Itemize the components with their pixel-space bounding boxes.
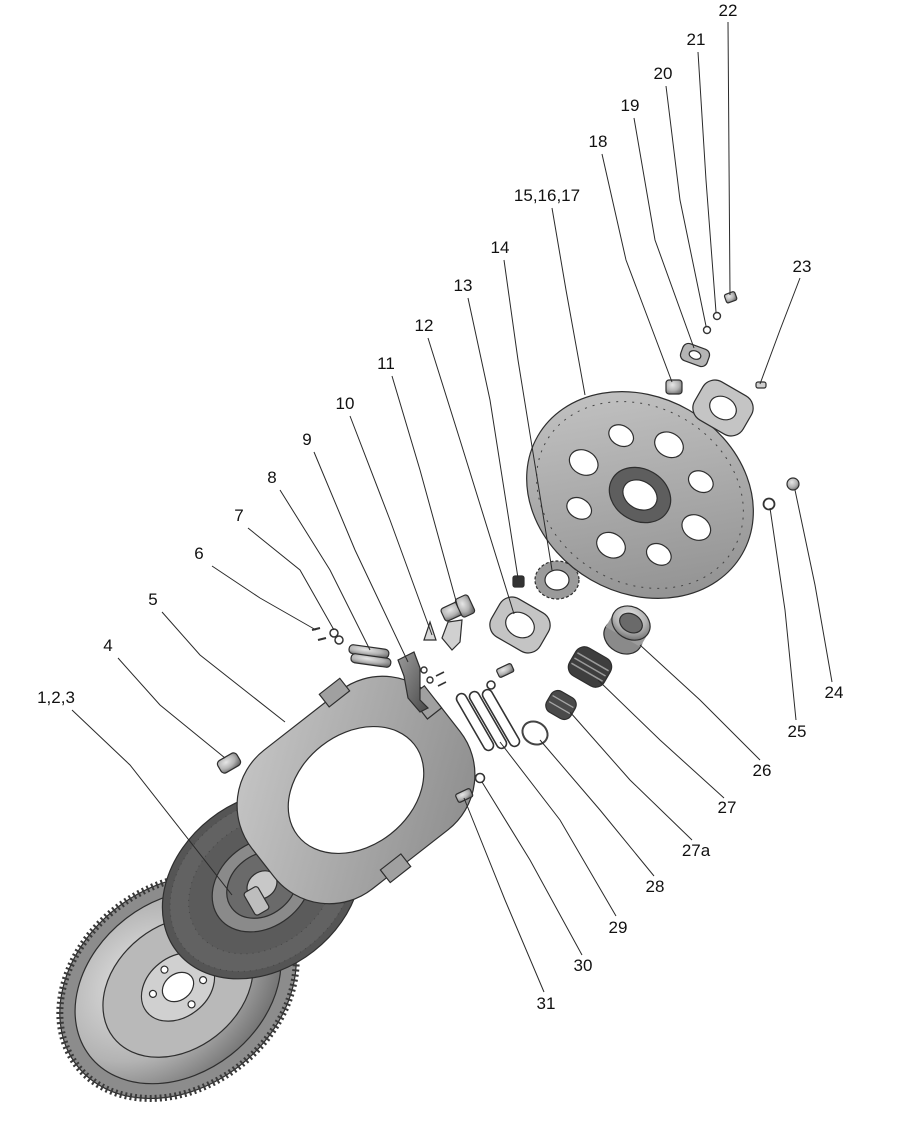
leader-8 (279, 489, 371, 651)
gasket-23-part (692, 379, 754, 437)
label-27a: 27a (682, 841, 711, 860)
leader-10 (349, 415, 433, 636)
label-24: 24 (825, 683, 844, 702)
leader-1-2-3 (71, 709, 233, 896)
leader-31 (463, 797, 545, 993)
washer-25-part (762, 497, 776, 511)
label-23: 23 (793, 257, 812, 276)
label-4: 4 (103, 636, 112, 655)
label-11: 11 (377, 354, 395, 373)
spring-27-part (567, 646, 613, 688)
leader-12 (427, 337, 515, 615)
pin-4-part (216, 752, 242, 774)
label-31: 31 (537, 994, 556, 1013)
label-20: 20 (654, 64, 673, 83)
label-13: 13 (454, 276, 473, 295)
disc-hub-spline-part (243, 886, 270, 916)
eye-bolt-part (440, 594, 476, 622)
label-30: 30 (574, 956, 593, 975)
label-29: 29 (609, 918, 628, 937)
washer-30-part (474, 680, 496, 784)
leader-4 (117, 657, 226, 759)
label-1-2-3: 1,2,3 (37, 688, 75, 707)
label-15-16-17: 15,16,17 (514, 186, 580, 205)
callout-labels: 1,2,3 4 5 6 7 8 9 10 11 12 13 14 15,16,1… (37, 1, 843, 1013)
label-6: 6 (194, 544, 203, 563)
bolt-31-part (455, 663, 515, 803)
leader-6 (211, 565, 317, 631)
leader-25 (769, 507, 797, 721)
spring-27a-part (545, 689, 577, 721)
leader-7 (247, 527, 335, 631)
leader-21 (697, 51, 717, 313)
label-7: 7 (234, 506, 243, 525)
leader-lines (71, 21, 833, 993)
label-28: 28 (646, 877, 665, 896)
label-25: 25 (788, 722, 807, 741)
leader-9 (313, 451, 409, 663)
plug-18-part (665, 379, 683, 395)
label-21: 21 (687, 30, 706, 49)
lever-fork-part (420, 619, 463, 687)
washer-21-part (712, 311, 722, 321)
label-12: 12 (415, 316, 434, 335)
release-lever-part (397, 651, 430, 713)
leader-14 (503, 259, 553, 571)
leader-23 (759, 277, 801, 385)
nut-13-part (512, 575, 525, 588)
leader-22 (727, 21, 731, 296)
label-22: 22 (719, 1, 738, 20)
label-19: 19 (621, 96, 640, 115)
leader-26 (639, 644, 761, 761)
leader-13 (467, 297, 519, 579)
splined-hub-part (534, 560, 580, 600)
label-27: 27 (718, 798, 737, 817)
pressure-plate-part (236, 675, 476, 905)
label-26: 26 (753, 761, 772, 780)
leader-19 (633, 117, 695, 349)
leader-30 (481, 781, 583, 956)
label-14: 14 (491, 238, 510, 257)
clutch-housing-part (526, 391, 754, 599)
pin-6-part (311, 627, 327, 641)
leader-5 (161, 611, 286, 723)
leader-11 (391, 375, 459, 609)
leader-20 (665, 85, 707, 327)
spring-clip-7-part (329, 628, 344, 645)
leader-24 (794, 489, 833, 683)
leader-18 (601, 153, 673, 383)
leader-27a (569, 711, 693, 841)
label-18: 18 (589, 132, 608, 151)
label-9: 9 (302, 430, 311, 449)
washer-20-part (702, 325, 712, 335)
leader-28 (539, 739, 655, 877)
leader-29 (499, 741, 617, 917)
leader-27 (597, 679, 725, 799)
bolt-22-part (723, 291, 738, 304)
bearing-sleeve-part (603, 605, 651, 655)
flange-gasket-12-part (489, 596, 551, 654)
o-ring-28-part (521, 720, 549, 746)
label-8: 8 (267, 468, 276, 487)
flange-19-part (679, 342, 711, 368)
leader-15-16-17 (551, 207, 586, 396)
label-10: 10 (336, 394, 355, 413)
roller-8-part (348, 644, 392, 668)
label-5: 5 (148, 590, 157, 609)
nut-24-part (786, 477, 800, 491)
screw-23-part (755, 381, 767, 389)
